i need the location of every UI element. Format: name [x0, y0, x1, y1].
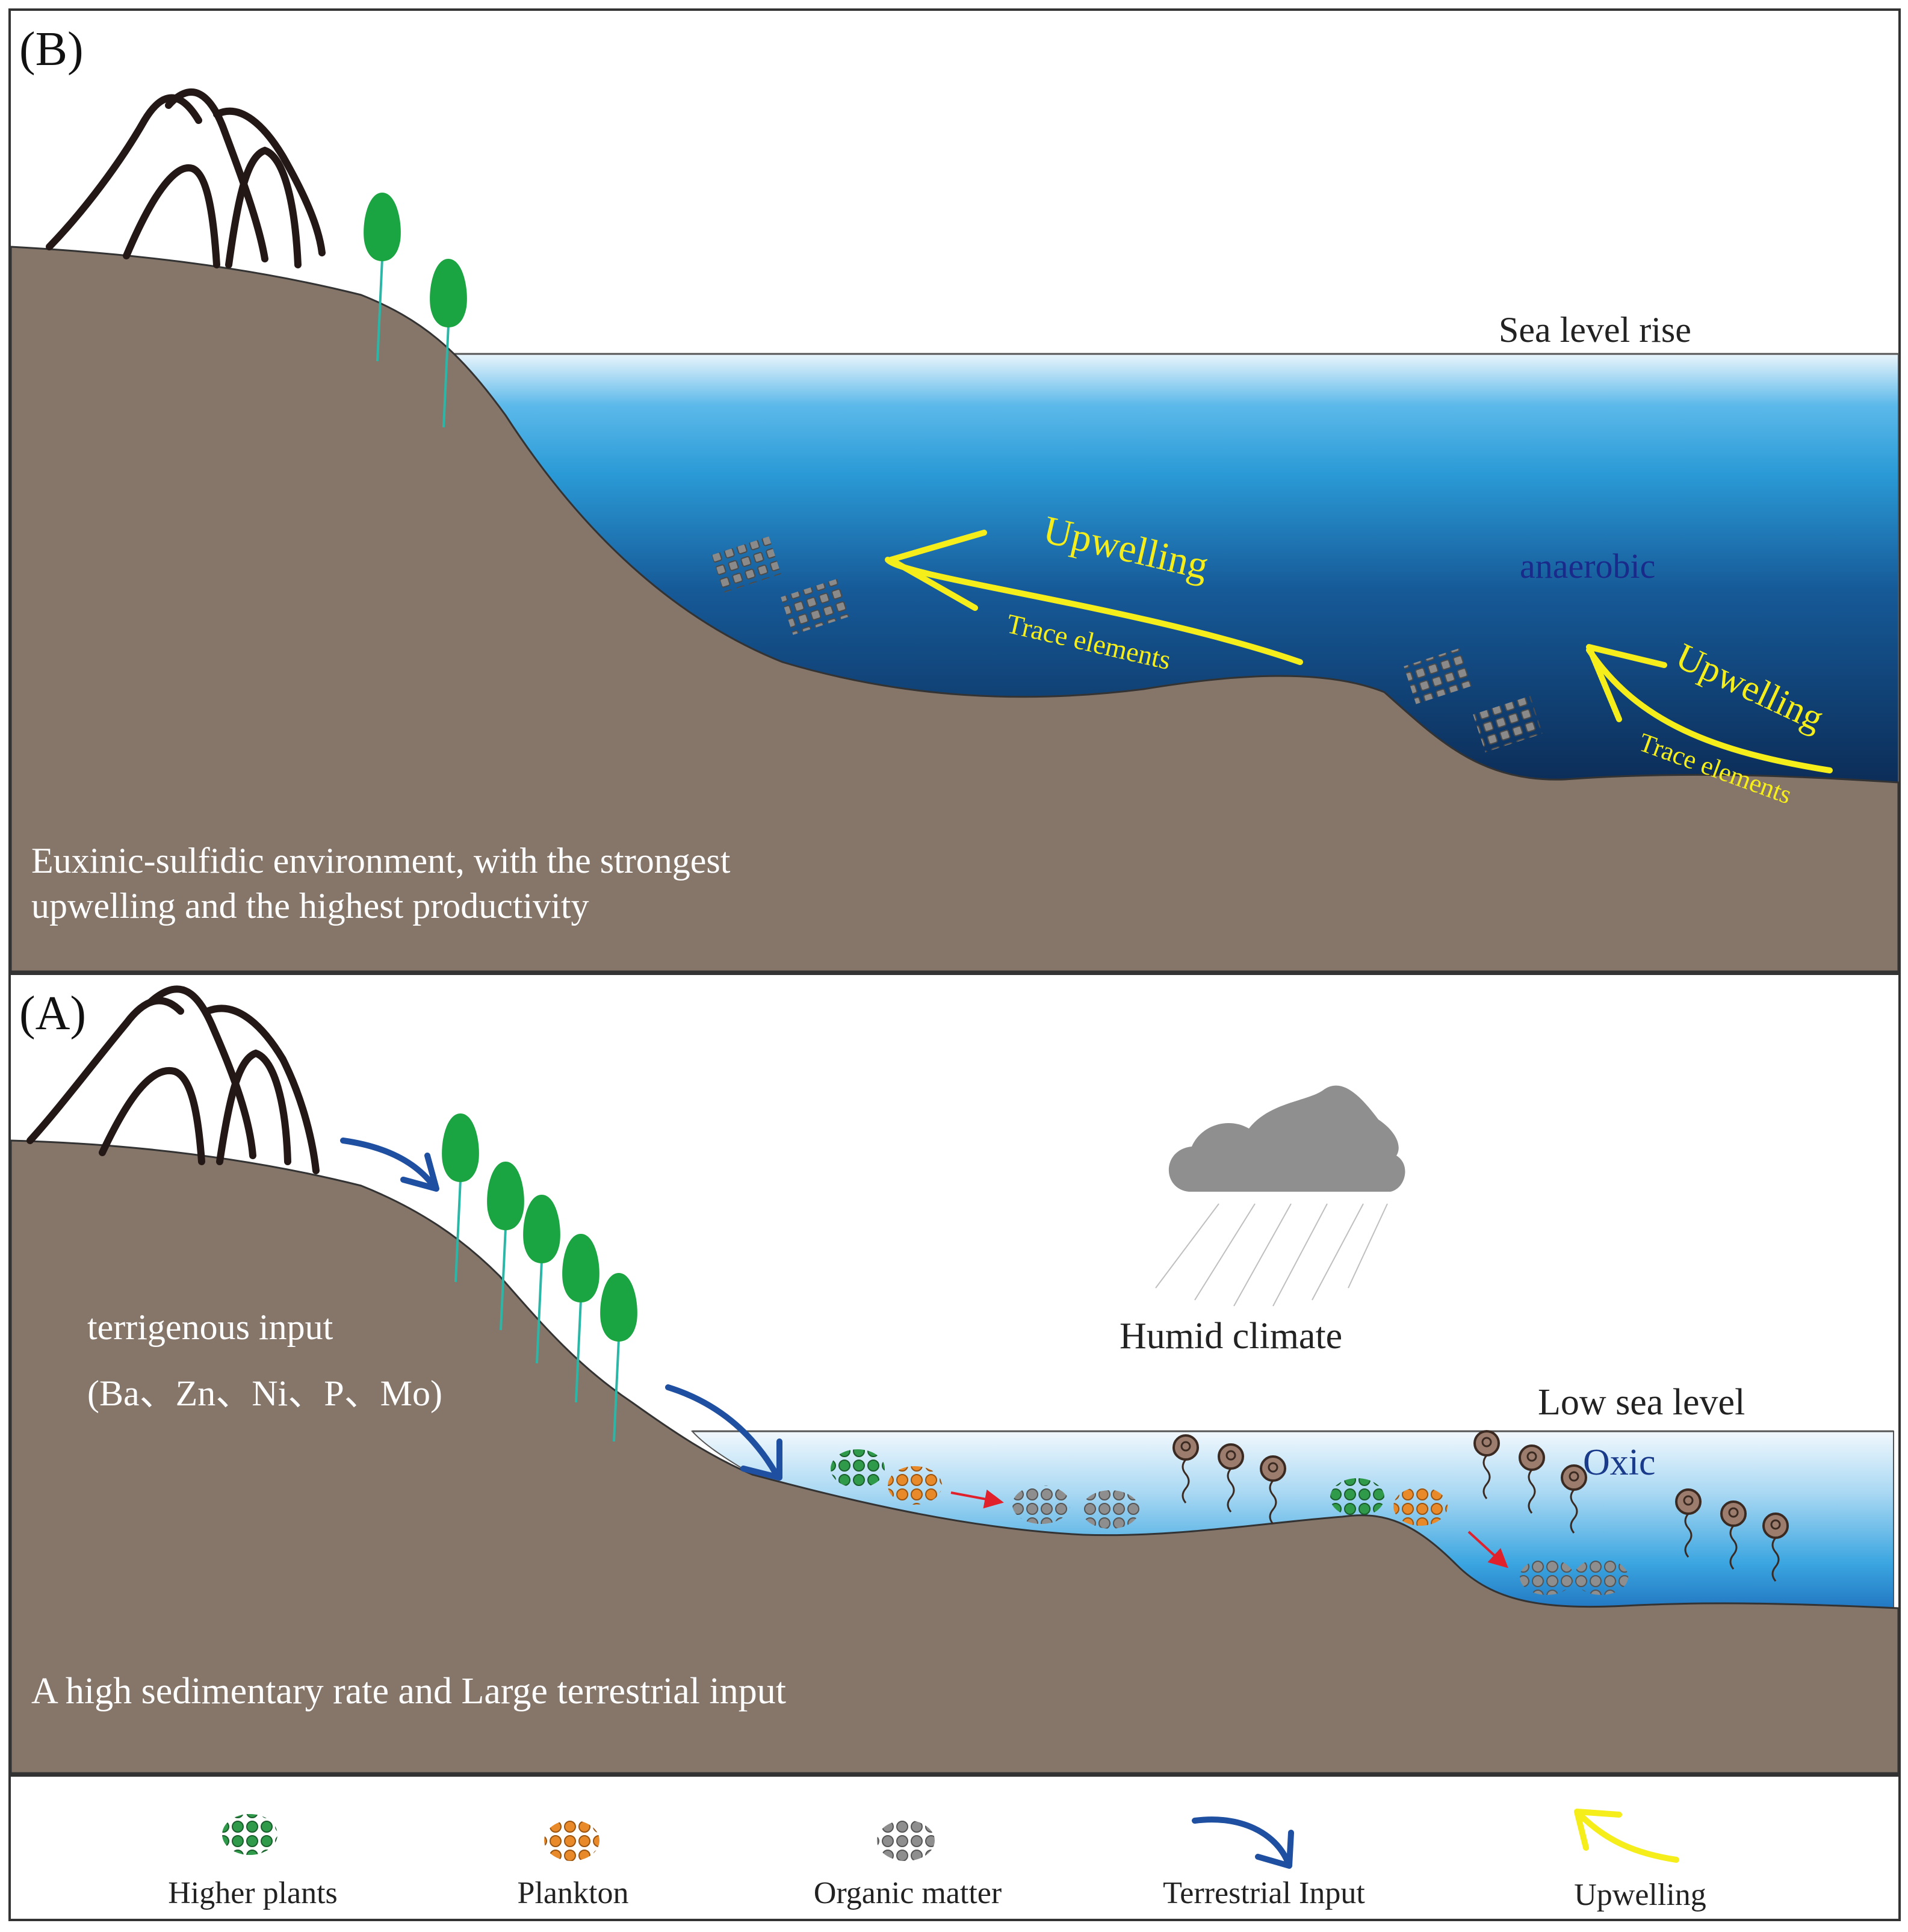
- panel-b-land: [10, 246, 1900, 973]
- legend-label-organic-matter: Organic matter: [814, 1876, 1002, 1910]
- legend-organic-matter-icon: [877, 1820, 935, 1861]
- panel-a-cloud-icon: [1155, 1085, 1405, 1307]
- legend-plankton-icon: [544, 1820, 599, 1861]
- legend-higher-plants-icon: [222, 1814, 277, 1855]
- panel-b-upwelling-arrow-icon: [885, 530, 1833, 773]
- legend-label-plankton: Plankton: [518, 1876, 629, 1910]
- panel-b: (B) Sea level rise anaerobic Upwelling T…: [8, 8, 1901, 974]
- panel-a-conversion-arrow-icon: [950, 1489, 1508, 1568]
- legend-upwelling-arrow-icon: [1574, 1809, 1679, 1863]
- panel-a-terrestrial-input-arrow-icon: [340, 1138, 782, 1481]
- legend: Higher plants Plankton Organic matter Te…: [8, 1774, 1901, 1921]
- legend-label-upwelling: Upwelling: [1574, 1878, 1706, 1912]
- panel-a-climate-label: Humid climate: [1120, 1316, 1342, 1357]
- panel-a-sea-level-label: Low sea level: [1538, 1382, 1745, 1423]
- panel-b-sea-level-label: Sea level rise: [1499, 310, 1691, 350]
- legend-terrestrial-input-arrow-icon: [1192, 1816, 1294, 1869]
- panel-a-mountain-icon: [26, 985, 320, 1174]
- panel-a-label: (A): [19, 987, 86, 1040]
- panel-b-organic-matter-icon: [711, 536, 1543, 752]
- panel-b-water-label: anaerobic: [1520, 546, 1655, 586]
- panel-b-mountain-icon: [46, 88, 326, 268]
- panel-a-caption: A high sedimentary rate and Large terres…: [31, 1671, 786, 1712]
- panel-a: (A) Humid climate Low sea level Oxic ter…: [8, 973, 1901, 1776]
- panel-a-organic-matter-icon: [1012, 1485, 1628, 1595]
- panel-a-land: [10, 1139, 1900, 1774]
- panel-a-input-label: terrigenous input: [87, 1307, 333, 1347]
- panel-a-higher-plants-icon: [831, 1449, 1384, 1517]
- panel-b-label: (B): [19, 23, 84, 76]
- panel-a-elements-label: (Ba、Zn、Ni、P、Mo): [87, 1373, 442, 1413]
- legend-label-higher-plants: Higher plants: [168, 1876, 338, 1910]
- panel-b-caption-line-2: upwelling and the highest productivity: [31, 886, 589, 926]
- panel-a-water-label: Oxic: [1583, 1442, 1656, 1483]
- panel-a-plankton-icon: [888, 1466, 1448, 1526]
- panel-b-caption-line-1: Euxinic-sulfidic environment, with the s…: [31, 841, 731, 881]
- legend-label-terrestrial-input: Terrestrial Input: [1163, 1876, 1365, 1910]
